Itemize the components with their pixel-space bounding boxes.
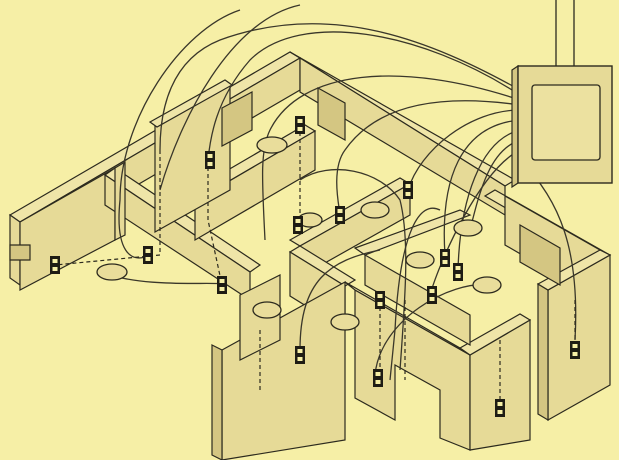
outlet-icon [143,246,153,264]
ceiling-fixtures [96,136,502,331]
outlet-icon [205,151,215,169]
outlet-icon [335,206,345,224]
outlet-icon [295,346,305,364]
outlet-icon [570,341,580,359]
outlet-icon [375,291,385,309]
outlet-icon [50,256,60,274]
outlet-icon [293,216,303,234]
outlet-icon [403,181,413,199]
outlet-icon [295,116,305,134]
outlet-icon [217,276,227,294]
service-conduit [555,0,575,70]
outlet-icon [373,369,383,387]
outlets [50,116,580,417]
outlet-icon [453,263,463,281]
outlet-icon [440,249,450,267]
outlet-icon [495,399,505,417]
electrical-panel [511,64,613,189]
outlet-icon [427,286,437,304]
